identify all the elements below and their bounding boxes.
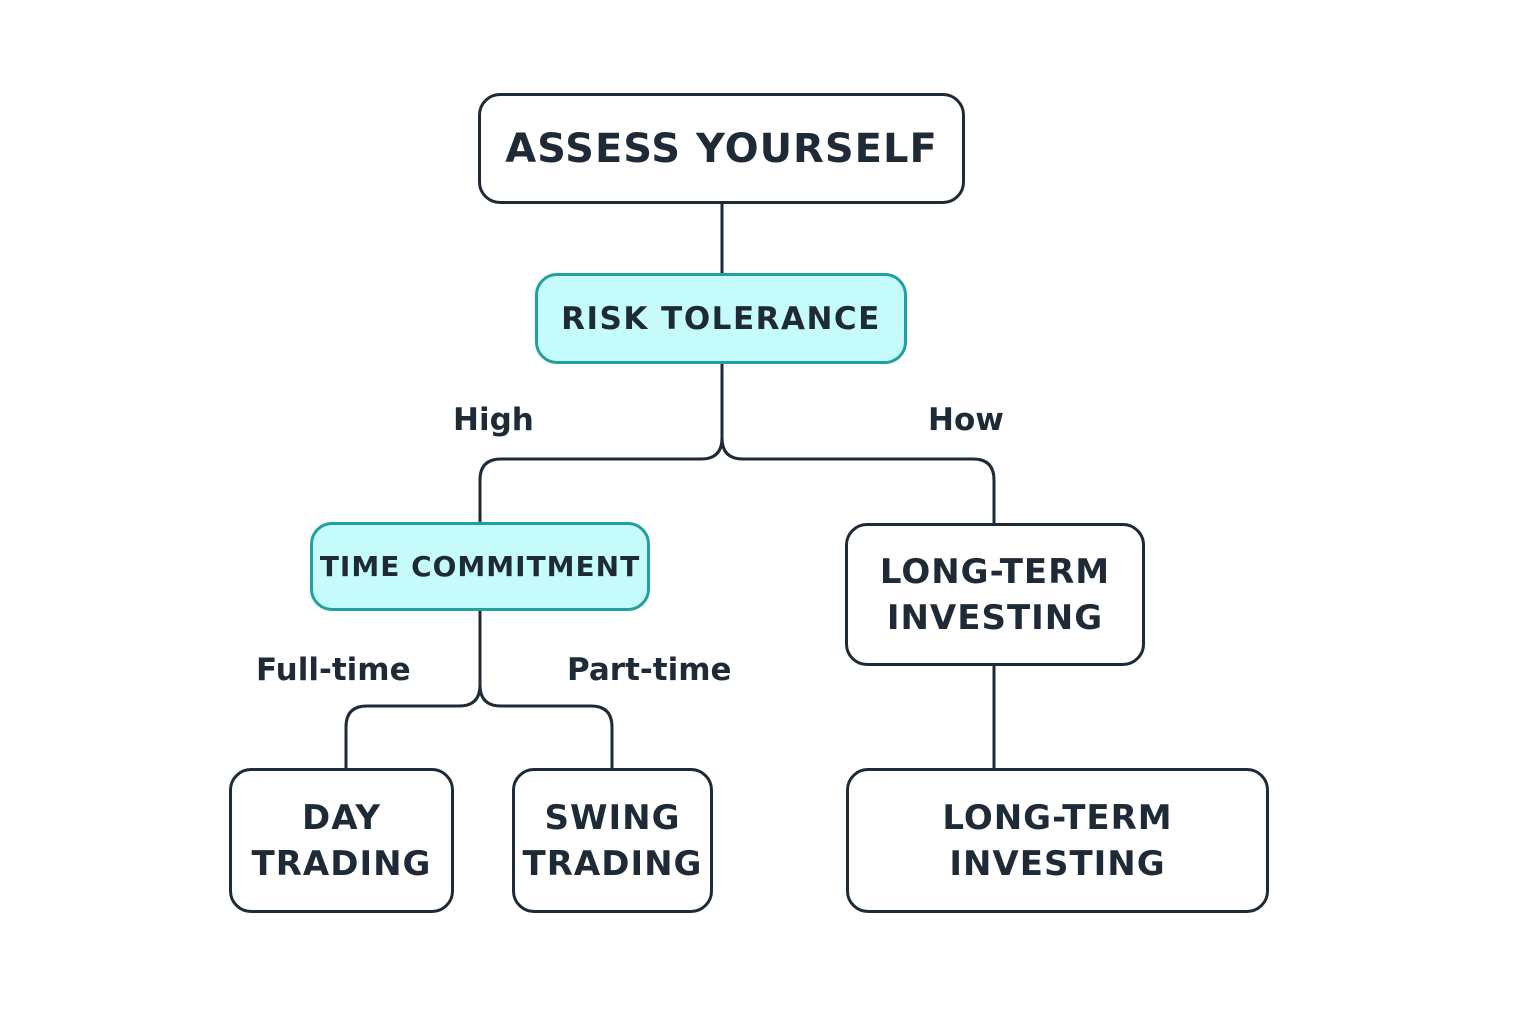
node-long-term-mid-line2: INVESTING xyxy=(886,597,1104,638)
node-swing-trading-line2: TRADING xyxy=(522,843,703,884)
node-long-term-bottom-line2: INVESTING xyxy=(949,843,1166,884)
node-assess-yourself: ASSESS YOURSELF xyxy=(478,93,965,204)
edge-label-high: High xyxy=(453,402,534,438)
connector-time-parttime xyxy=(478,683,614,770)
edge-label-full-time: Full-time xyxy=(256,652,411,688)
node-swing-trading: SWING TRADING xyxy=(512,768,713,913)
node-day-trading-line1: DAY xyxy=(302,797,381,838)
node-risk-tolerance-label: RISK TOLERANCE xyxy=(561,300,881,337)
node-day-trading: DAY TRADING xyxy=(229,768,454,913)
connector-risk-high xyxy=(478,436,724,524)
node-long-term-investing-bottom: LONG-TERM INVESTING xyxy=(846,768,1269,913)
node-long-term-mid-line1: LONG-TERM xyxy=(879,551,1111,592)
node-day-trading-line2: TRADING xyxy=(251,843,432,884)
node-risk-tolerance: RISK TOLERANCE xyxy=(535,273,907,364)
node-assess-yourself-label: ASSESS YOURSELF xyxy=(505,125,938,172)
connector-risk-how xyxy=(720,436,996,524)
node-long-term-investing-mid: LONG-TERM INVESTING xyxy=(845,523,1145,666)
node-time-commitment-label: TIME COMMITMENT xyxy=(319,550,641,583)
node-swing-trading-line1: SWING xyxy=(544,797,681,838)
node-long-term-bottom-line1: LONG-TERM xyxy=(942,797,1173,838)
connector-time-fulltime xyxy=(344,683,482,770)
edge-label-part-time: Part-time xyxy=(567,652,732,688)
node-time-commitment: TIME COMMITMENT xyxy=(310,522,650,611)
edge-label-how: How xyxy=(928,402,1004,438)
